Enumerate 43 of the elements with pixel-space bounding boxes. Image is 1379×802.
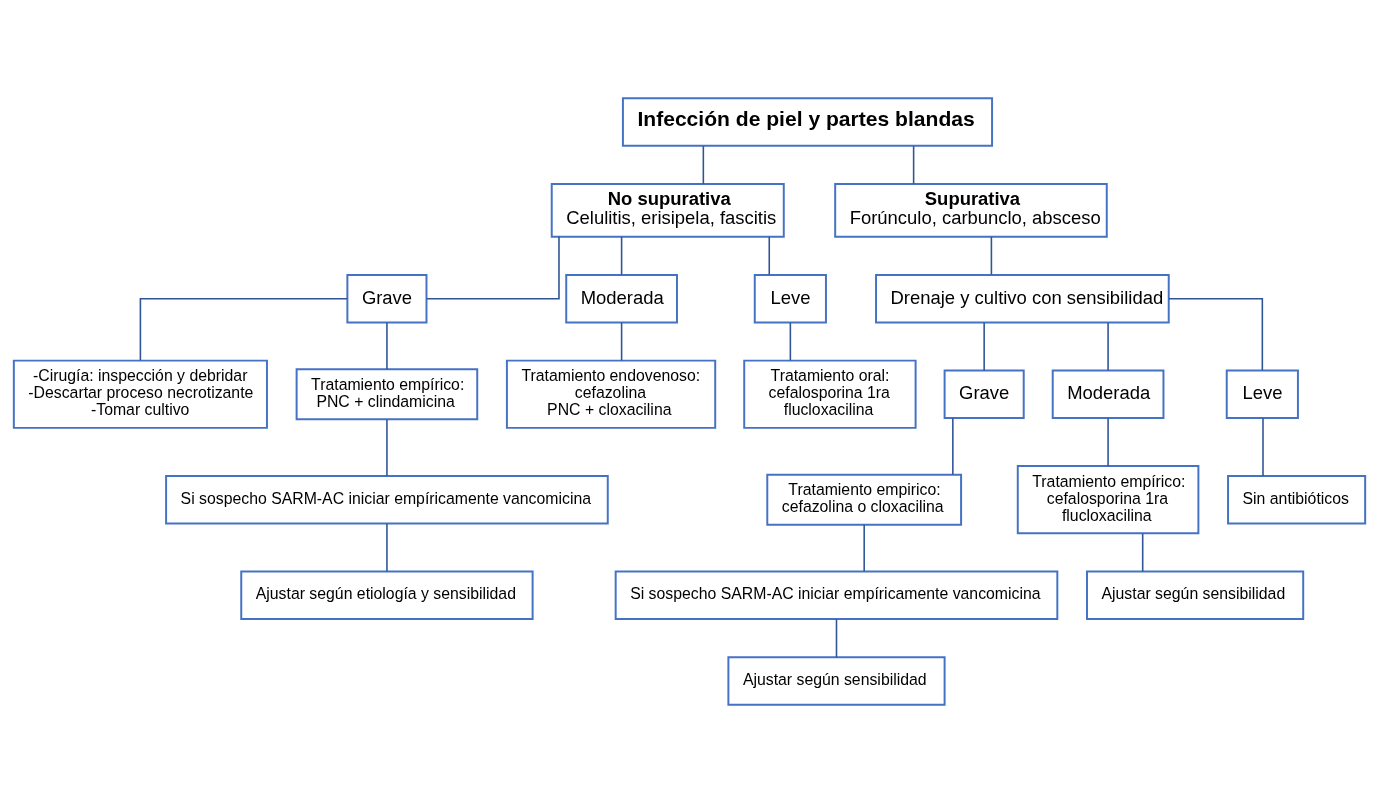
node-box: Leve [753, 273, 827, 323]
node-box: Tratamiento empírico: PNC + clindamicina [295, 367, 479, 420]
node-box: Grave [346, 273, 428, 323]
node-box: Supurativa Forúnculo, carbunclo, absceso [834, 182, 1108, 238]
connector [1107, 416, 1109, 467]
connector [620, 321, 623, 361]
node-box: -Cirugía: inspección y debridar -Descartar proceso necrotizante -Tomar cultivo [12, 359, 268, 429]
connector [386, 321, 388, 370]
connector [1107, 321, 1109, 371]
connector [789, 321, 792, 361]
connector [1168, 297, 1264, 371]
connector [912, 144, 915, 185]
node-box: Ajustar según sensibilidad [1086, 570, 1305, 620]
node-box: Drenaje y cultivo con sensibilidad [875, 273, 1170, 323]
connector [1262, 416, 1264, 477]
node-box: Si sospecho SARM-AC iniciar empíricamente vancomicina [614, 570, 1059, 620]
node-box: Moderada [1051, 369, 1165, 419]
connector [835, 617, 838, 658]
node-box: No supurativa Celulitis, erisipela, fascitis [550, 182, 785, 238]
node-box: Tratamiento empírico: cefalosporina 1ra flucloxacilina [1016, 464, 1200, 534]
node-box: Infección de piel y partes blandas [621, 96, 994, 147]
connector [768, 235, 771, 275]
connector [620, 235, 623, 275]
node-box: Leve [1225, 369, 1299, 419]
connector [990, 235, 993, 275]
connector [702, 144, 705, 185]
node-box: Grave [943, 369, 1025, 419]
connector [863, 523, 865, 572]
node-box: Sin antibióticos [1227, 474, 1367, 524]
connector [139, 297, 349, 361]
node-box: Moderada [565, 273, 678, 323]
connector [386, 522, 388, 572]
node-box: Tratamiento oral: cefalosporina 1ra flucloxacilina [743, 359, 917, 429]
connector [952, 416, 954, 475]
connector [386, 418, 388, 477]
node-box: Ajustar según sensibilidad [727, 655, 946, 706]
connector [1141, 532, 1144, 572]
node-box: Tratamiento empirico: cefazolina o cloxacilina [766, 473, 963, 526]
node-box: Tratamiento endovenoso: cefazolina PNC + cloxacilina [505, 359, 717, 429]
node-box: Ajustar según etiología y sensibilidad [240, 570, 534, 620]
connector [426, 235, 560, 299]
connector [983, 321, 985, 371]
node-box: Si sospecho SARM-AC iniciar empíricamente vancomicina [165, 474, 609, 524]
